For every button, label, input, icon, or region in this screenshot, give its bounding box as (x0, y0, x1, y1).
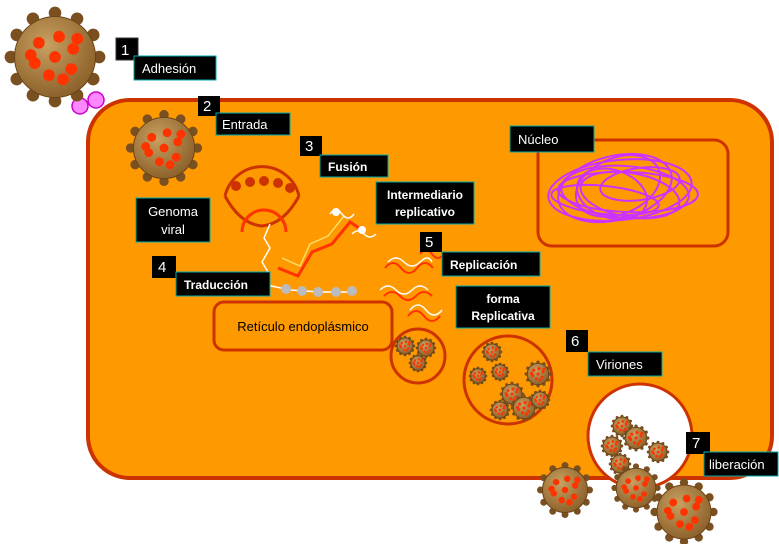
label-nucleo: Núcleo (510, 126, 594, 152)
step-5-number: 5 (425, 234, 433, 251)
label-replicative-form: forma Replicativa (456, 286, 550, 328)
nucleus-text: Núcleo (518, 132, 558, 147)
viral-genome-line1: Genoma (148, 204, 199, 219)
step-1-label: Adhesión (142, 61, 196, 76)
step-6-label: Viriones (596, 357, 643, 372)
replicative-intermediate-line1: Intermediario (387, 188, 463, 202)
replicative-intermediate-line2: replicativo (395, 205, 455, 219)
replicative-form-line1: forma (486, 292, 520, 306)
step-6-number: 6 (571, 333, 579, 350)
step-7-label: liberación (709, 457, 765, 472)
step-5-label: Replicación (450, 258, 517, 272)
step-2-label: Entrada (222, 117, 268, 132)
label-endoplasmic-reticulum: Retículo endoplásmico (214, 302, 392, 350)
receptor-2 (88, 92, 104, 108)
step-2-number: 2 (203, 98, 211, 115)
viral-genome-line2: viral (161, 222, 185, 237)
step-3-label: Fusión (328, 160, 367, 174)
label-adhesion: 1 Adhesión (116, 38, 216, 80)
replicative-form-line2: Replicativa (471, 309, 535, 323)
step-1-number: 1 (121, 42, 129, 59)
label-viral-genome: Genoma viral (136, 198, 210, 242)
step-4-label: Traducción (184, 278, 248, 292)
virus-adhesion (5, 7, 106, 108)
step-7-number: 7 (692, 435, 700, 452)
step-4-number: 4 (158, 259, 166, 276)
endoplasmic-reticulum-text: Retículo endoplásmico (237, 319, 369, 334)
step-3-number: 3 (305, 138, 313, 155)
label-replicative-intermediate: Intermediario replicativo (376, 182, 474, 224)
